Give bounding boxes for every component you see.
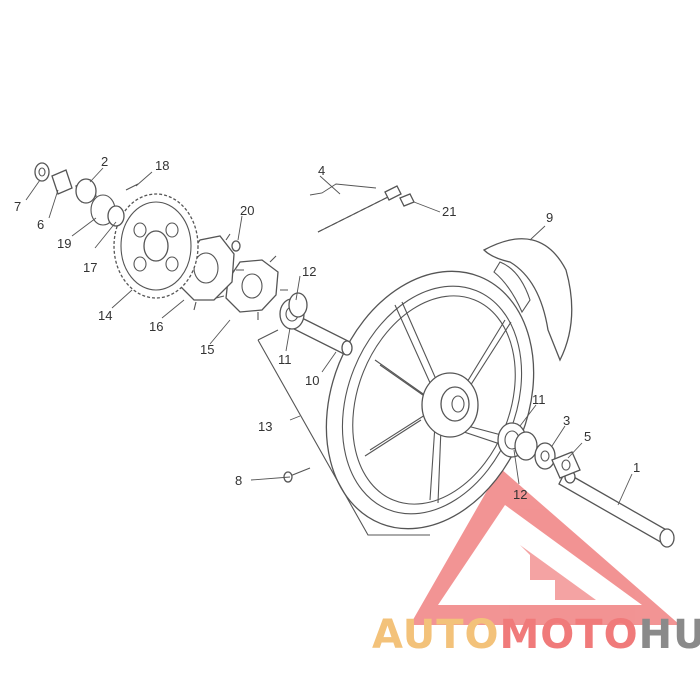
nut-7 xyxy=(34,162,50,182)
collar-2 xyxy=(75,178,97,204)
spacer-3 xyxy=(534,442,556,470)
watermark-text: AUTOMOTOHUB xyxy=(372,612,700,658)
callout-6: 6 xyxy=(37,217,44,232)
callout-9: 9 xyxy=(546,210,553,225)
left-seal xyxy=(288,292,308,318)
callout-20: 20 xyxy=(240,203,254,218)
nut-20 xyxy=(231,240,241,252)
leader-lines xyxy=(25,167,633,506)
callout-7: 7 xyxy=(14,199,21,214)
assembly-bracket-13 xyxy=(257,329,430,536)
callout-13: 13 xyxy=(258,419,272,434)
watermark-text-moto: MOTO xyxy=(500,612,639,658)
watermark-text-hub: HUB xyxy=(639,612,700,658)
watermark-text-auto: AUTO xyxy=(372,612,500,658)
bolt-18 xyxy=(125,183,139,191)
callout-4: 4 xyxy=(318,163,325,178)
callout-11-left: 11 xyxy=(278,352,292,367)
callout-17: 17 xyxy=(83,260,97,275)
rear-wheel xyxy=(325,270,535,530)
callout-1: 1 xyxy=(633,460,640,475)
callout-2: 2 xyxy=(101,154,108,169)
mudguard xyxy=(482,238,573,362)
callout-15: 15 xyxy=(200,342,214,357)
callout-18: 18 xyxy=(155,158,169,173)
watermark-logo xyxy=(410,468,680,625)
damper-rubbers xyxy=(215,255,288,320)
callout-8: 8 xyxy=(235,473,242,488)
chain-adjuster-5 xyxy=(551,451,581,479)
callout-16: 16 xyxy=(149,319,163,334)
svg-text:AUTOMOTOHUB: AUTOMOTOHUB xyxy=(372,612,700,658)
callout-11-right: 11 xyxy=(532,392,546,407)
callout-14: 14 xyxy=(98,308,112,323)
spacer-17 xyxy=(107,205,125,227)
callout-12-left: 12 xyxy=(302,264,316,279)
rear-axle xyxy=(558,470,675,548)
drive-chain xyxy=(317,195,391,233)
right-seal xyxy=(514,431,538,461)
callout-12-right: 12 xyxy=(513,487,527,502)
callout-19: 19 xyxy=(57,236,71,251)
bolt-8 xyxy=(283,467,311,483)
callout-10: 10 xyxy=(305,373,319,388)
master-link xyxy=(384,185,415,207)
callout-3: 3 xyxy=(563,413,570,428)
callout-5: 5 xyxy=(584,429,591,444)
washer-6 xyxy=(51,169,73,195)
callout-21: 21 xyxy=(442,204,456,219)
rear-sprocket xyxy=(113,193,199,299)
